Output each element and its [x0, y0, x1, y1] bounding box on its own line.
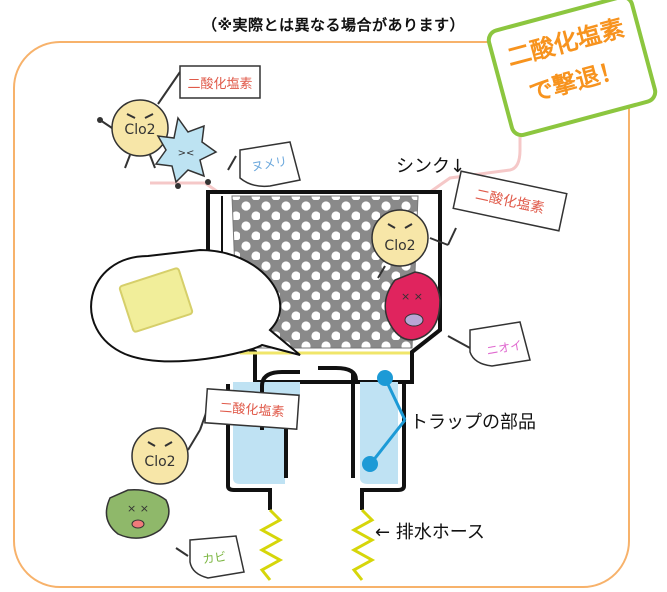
svg-text:Clo2: Clo2: [384, 238, 415, 254]
trap-part-indicator: [362, 370, 407, 472]
svg-text:ヌメリ: ヌメリ: [250, 154, 288, 174]
white-flag-kabi: カビ: [175, 535, 245, 579]
svg-text:二酸化塩素: 二酸化塩素: [219, 401, 285, 420]
svg-text:Clo2: Clo2: [144, 454, 175, 470]
svg-text:><: ><: [178, 148, 195, 159]
flag-2: 二酸化塩素: [447, 170, 568, 246]
clo2-character-2: Clo2: [371, 209, 449, 279]
flag-3: 二酸化塩素: [199, 388, 300, 431]
sink-edge-right: [429, 110, 522, 194]
white-flag-nume: ヌメリ: [227, 141, 301, 188]
subtitle: （※実際とは異なる場合があります）: [201, 16, 466, 34]
clo2-character-1: Clo2: [97, 99, 169, 169]
trap-right: [360, 384, 406, 510]
green-germ: × ×: [105, 488, 170, 539]
drain-coil-right: [350, 508, 376, 581]
svg-text:二酸化塩素: 二酸化塩素: [187, 77, 252, 92]
svg-text:× ×: × ×: [127, 502, 149, 515]
white-flag-nioi: ニオイ: [447, 321, 531, 367]
svg-text:× ×: × ×: [401, 290, 423, 303]
filter-sheet: [118, 267, 194, 333]
svg-text:ニオイ: ニオイ: [485, 338, 523, 358]
blue-germ: ><: [154, 116, 218, 189]
svg-text:カビ: カビ: [202, 549, 228, 566]
trap-left: [226, 384, 272, 510]
clo2-character-3: Clo2: [131, 427, 201, 485]
drain-hose-label: ← 排水ホース: [375, 522, 485, 543]
outer-frame: [13, 41, 630, 588]
trap-part-label: トラップの部品: [410, 412, 536, 433]
flag-1: 二酸化塩素: [157, 65, 261, 105]
drain-coil-left: [258, 508, 284, 581]
sink-label: シンク↓: [396, 156, 465, 177]
svg-text:Clo2: Clo2: [124, 122, 155, 138]
sink-edge-left: [150, 181, 219, 194]
red-germ: × ×: [384, 271, 441, 341]
trap-right-inner: [318, 366, 358, 381]
